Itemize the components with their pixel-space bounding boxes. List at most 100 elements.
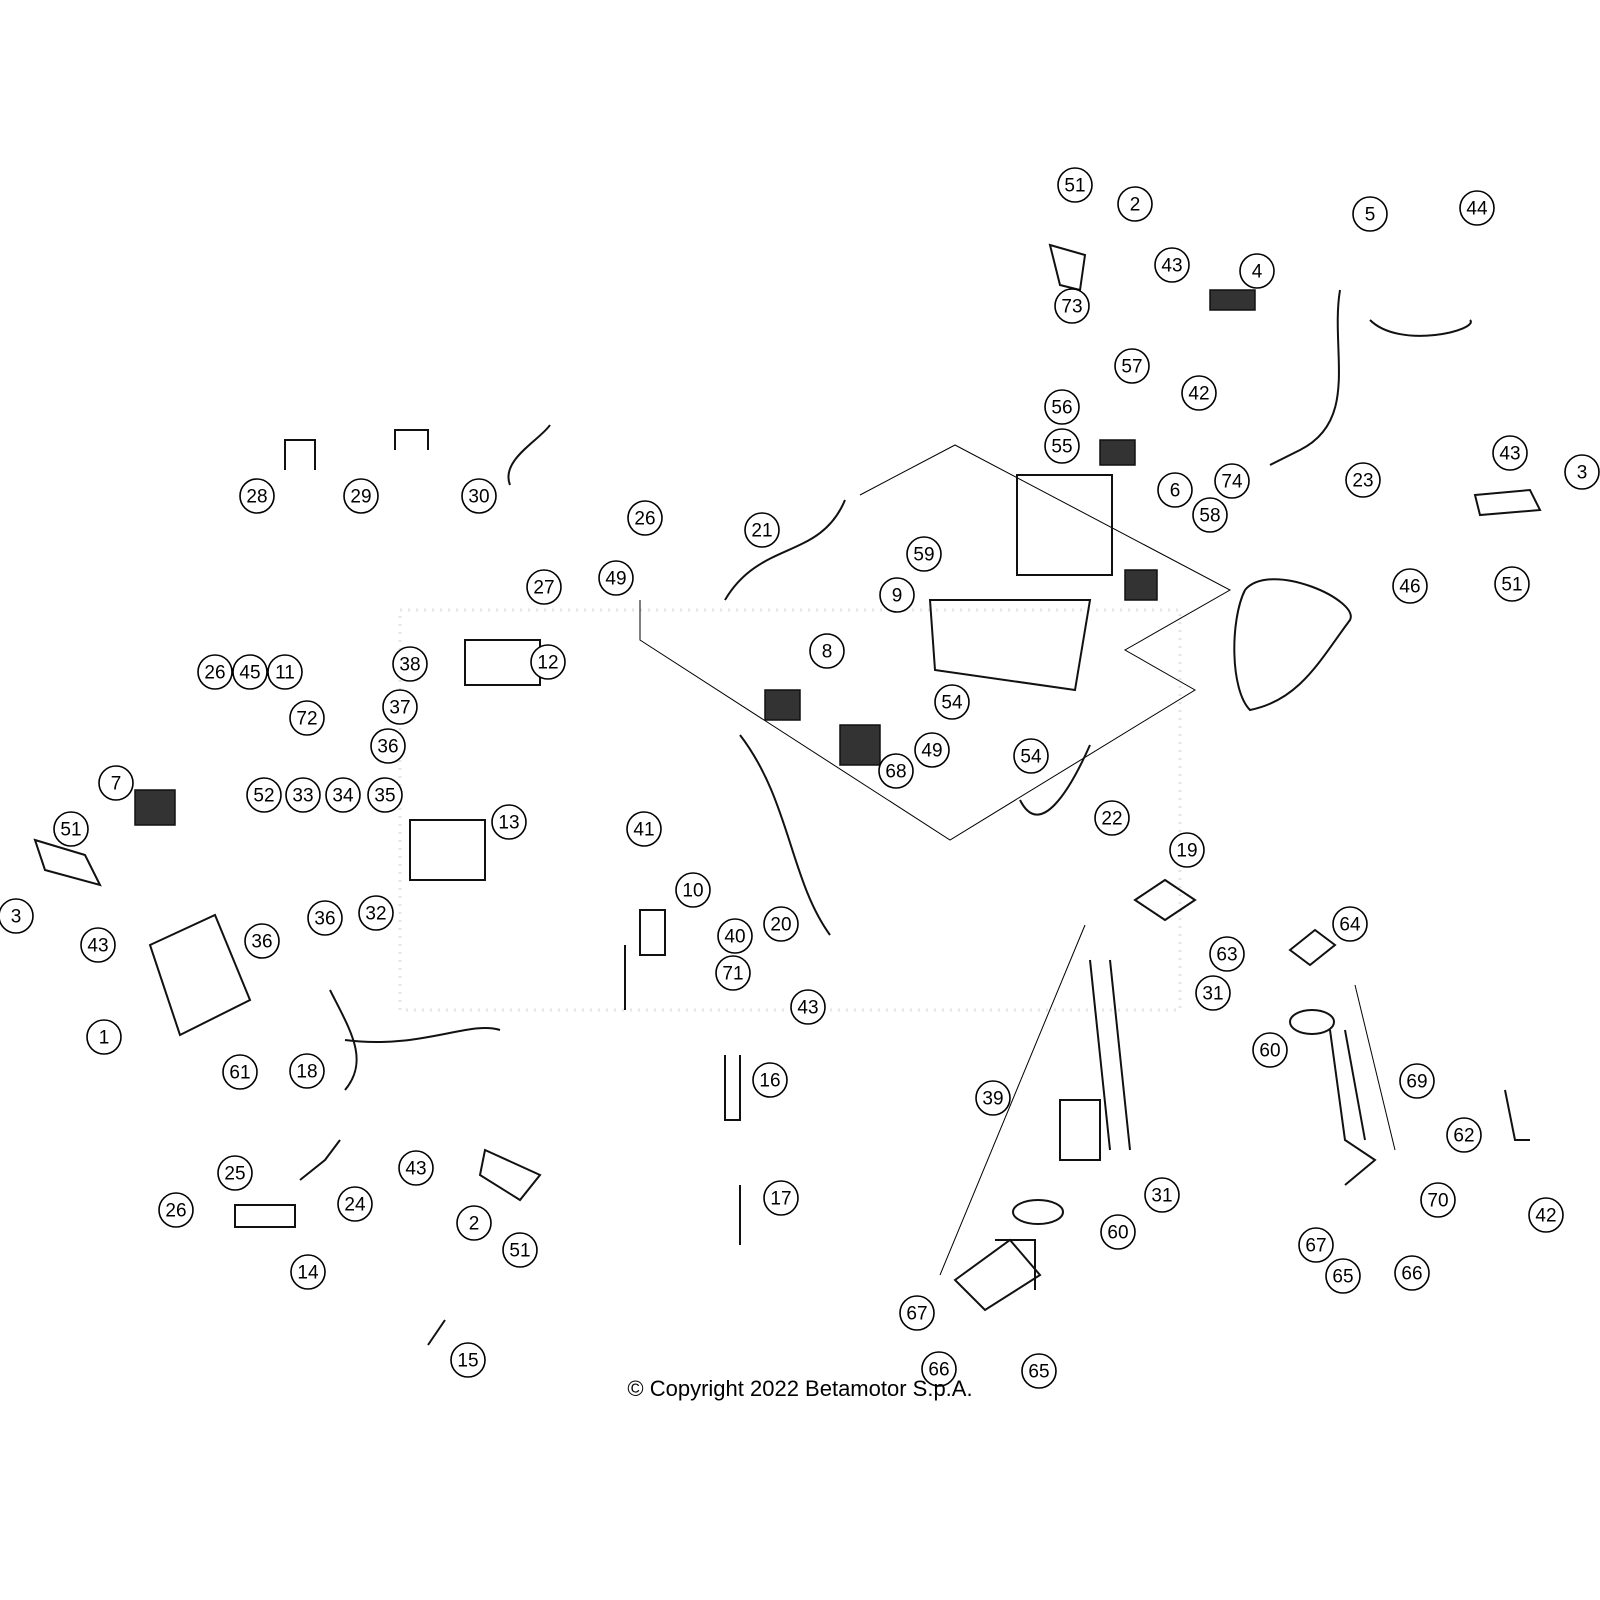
callout-69[interactable]: 69 (1399, 1063, 1435, 1099)
callout-26[interactable]: 26 (158, 1192, 194, 1228)
callout-43[interactable]: 43 (80, 927, 116, 963)
callout-16[interactable]: 16 (752, 1062, 788, 1098)
callout-63[interactable]: 63 (1209, 936, 1245, 972)
callout-57[interactable]: 57 (1114, 348, 1150, 384)
callout-64[interactable]: 64 (1332, 906, 1368, 942)
callout-44[interactable]: 44 (1459, 190, 1495, 226)
callout-12[interactable]: 12 (530, 644, 566, 680)
callout-45[interactable]: 45 (232, 654, 268, 690)
callout-43[interactable]: 43 (790, 989, 826, 1025)
callout-35[interactable]: 35 (367, 777, 403, 813)
callout-60[interactable]: 60 (1252, 1032, 1288, 1068)
callout-29[interactable]: 29 (343, 478, 379, 514)
callout-circle (267, 654, 303, 690)
callout-3[interactable]: 3 (1564, 454, 1600, 490)
callout-43[interactable]: 43 (398, 1150, 434, 1186)
callout-70[interactable]: 70 (1420, 1182, 1456, 1218)
callout-37[interactable]: 37 (382, 689, 418, 725)
callout-36[interactable]: 36 (370, 728, 406, 764)
callout-13[interactable]: 13 (491, 804, 527, 840)
callout-49[interactable]: 49 (914, 732, 950, 768)
callout-68[interactable]: 68 (878, 753, 914, 789)
callout-10[interactable]: 10 (675, 872, 711, 908)
callout-number: 27 (533, 578, 554, 599)
callout-26[interactable]: 26 (627, 500, 663, 536)
callout-56[interactable]: 56 (1044, 389, 1080, 425)
callout-42[interactable]: 42 (1181, 375, 1217, 411)
callout-71[interactable]: 71 (715, 955, 751, 991)
fuse-58 (1124, 569, 1158, 601)
callout-36[interactable]: 36 (244, 923, 280, 959)
callout-67[interactable]: 67 (1298, 1227, 1334, 1263)
background-watermark (398, 608, 1182, 1012)
callout-38[interactable]: 38 (392, 646, 428, 682)
callout-66[interactable]: 66 (921, 1351, 957, 1387)
callout-5[interactable]: 5 (1352, 196, 1388, 232)
callout-36[interactable]: 36 (307, 900, 343, 936)
callout-4[interactable]: 4 (1239, 253, 1275, 289)
callout-74[interactable]: 74 (1214, 463, 1250, 499)
callout-3[interactable]: 3 (0, 898, 34, 934)
callout-2[interactable]: 2 (1117, 186, 1153, 222)
callout-17[interactable]: 17 (763, 1180, 799, 1216)
callout-circle (1192, 497, 1228, 533)
callout-20[interactable]: 20 (763, 906, 799, 942)
callout-14[interactable]: 14 (290, 1254, 326, 1290)
callout-1[interactable]: 1 (86, 1019, 122, 1055)
callout-2[interactable]: 2 (456, 1205, 492, 1241)
callout-27[interactable]: 27 (526, 569, 562, 605)
callout-42[interactable]: 42 (1528, 1197, 1564, 1233)
callout-31[interactable]: 31 (1195, 975, 1231, 1011)
callout-11[interactable]: 11 (267, 654, 303, 690)
callout-51[interactable]: 51 (1494, 566, 1530, 602)
callout-number: 2 (1130, 195, 1141, 216)
callout-15[interactable]: 15 (450, 1342, 486, 1378)
callout-32[interactable]: 32 (358, 895, 394, 931)
callout-62[interactable]: 62 (1446, 1117, 1482, 1153)
callout-23[interactable]: 23 (1345, 462, 1381, 498)
callout-54[interactable]: 54 (934, 684, 970, 720)
callout-43[interactable]: 43 (1492, 435, 1528, 471)
callout-43[interactable]: 43 (1154, 247, 1190, 283)
callout-60[interactable]: 60 (1100, 1214, 1136, 1250)
callout-73[interactable]: 73 (1054, 288, 1090, 324)
callout-30[interactable]: 30 (461, 478, 497, 514)
callout-26[interactable]: 26 (197, 654, 233, 690)
callout-66[interactable]: 66 (1394, 1255, 1430, 1291)
callout-61[interactable]: 61 (222, 1054, 258, 1090)
callout-22[interactable]: 22 (1094, 800, 1130, 836)
callout-58[interactable]: 58 (1192, 497, 1228, 533)
callout-51[interactable]: 51 (1057, 167, 1093, 203)
callout-54[interactable]: 54 (1013, 738, 1049, 774)
callout-31[interactable]: 31 (1144, 1177, 1180, 1213)
callout-7[interactable]: 7 (98, 765, 134, 801)
callout-21[interactable]: 21 (744, 512, 780, 548)
callout-28[interactable]: 28 (239, 478, 275, 514)
callout-circle (285, 777, 321, 813)
callout-49[interactable]: 49 (598, 560, 634, 596)
callout-9[interactable]: 9 (879, 577, 915, 613)
callout-41[interactable]: 41 (626, 811, 662, 847)
callout-circle (398, 1150, 434, 1186)
callout-52[interactable]: 52 (246, 777, 282, 813)
callout-59[interactable]: 59 (906, 536, 942, 572)
callout-55[interactable]: 55 (1044, 428, 1080, 464)
callout-25[interactable]: 25 (217, 1155, 253, 1191)
callout-8[interactable]: 8 (809, 633, 845, 669)
callout-34[interactable]: 34 (325, 777, 361, 813)
callout-72[interactable]: 72 (289, 700, 325, 736)
callout-6[interactable]: 6 (1157, 472, 1193, 508)
callout-65[interactable]: 65 (1021, 1353, 1057, 1389)
callout-24[interactable]: 24 (337, 1186, 373, 1222)
callout-40[interactable]: 40 (717, 918, 753, 954)
callout-19[interactable]: 19 (1169, 832, 1205, 868)
callout-33[interactable]: 33 (285, 777, 321, 813)
callout-65[interactable]: 65 (1325, 1258, 1361, 1294)
callout-67[interactable]: 67 (899, 1295, 935, 1331)
callout-39[interactable]: 39 (975, 1080, 1011, 1116)
callout-51[interactable]: 51 (502, 1232, 538, 1268)
callout-46[interactable]: 46 (1392, 568, 1428, 604)
callout-51[interactable]: 51 (53, 811, 89, 847)
callout-18[interactable]: 18 (289, 1053, 325, 1089)
callout-circle (1446, 1117, 1482, 1153)
